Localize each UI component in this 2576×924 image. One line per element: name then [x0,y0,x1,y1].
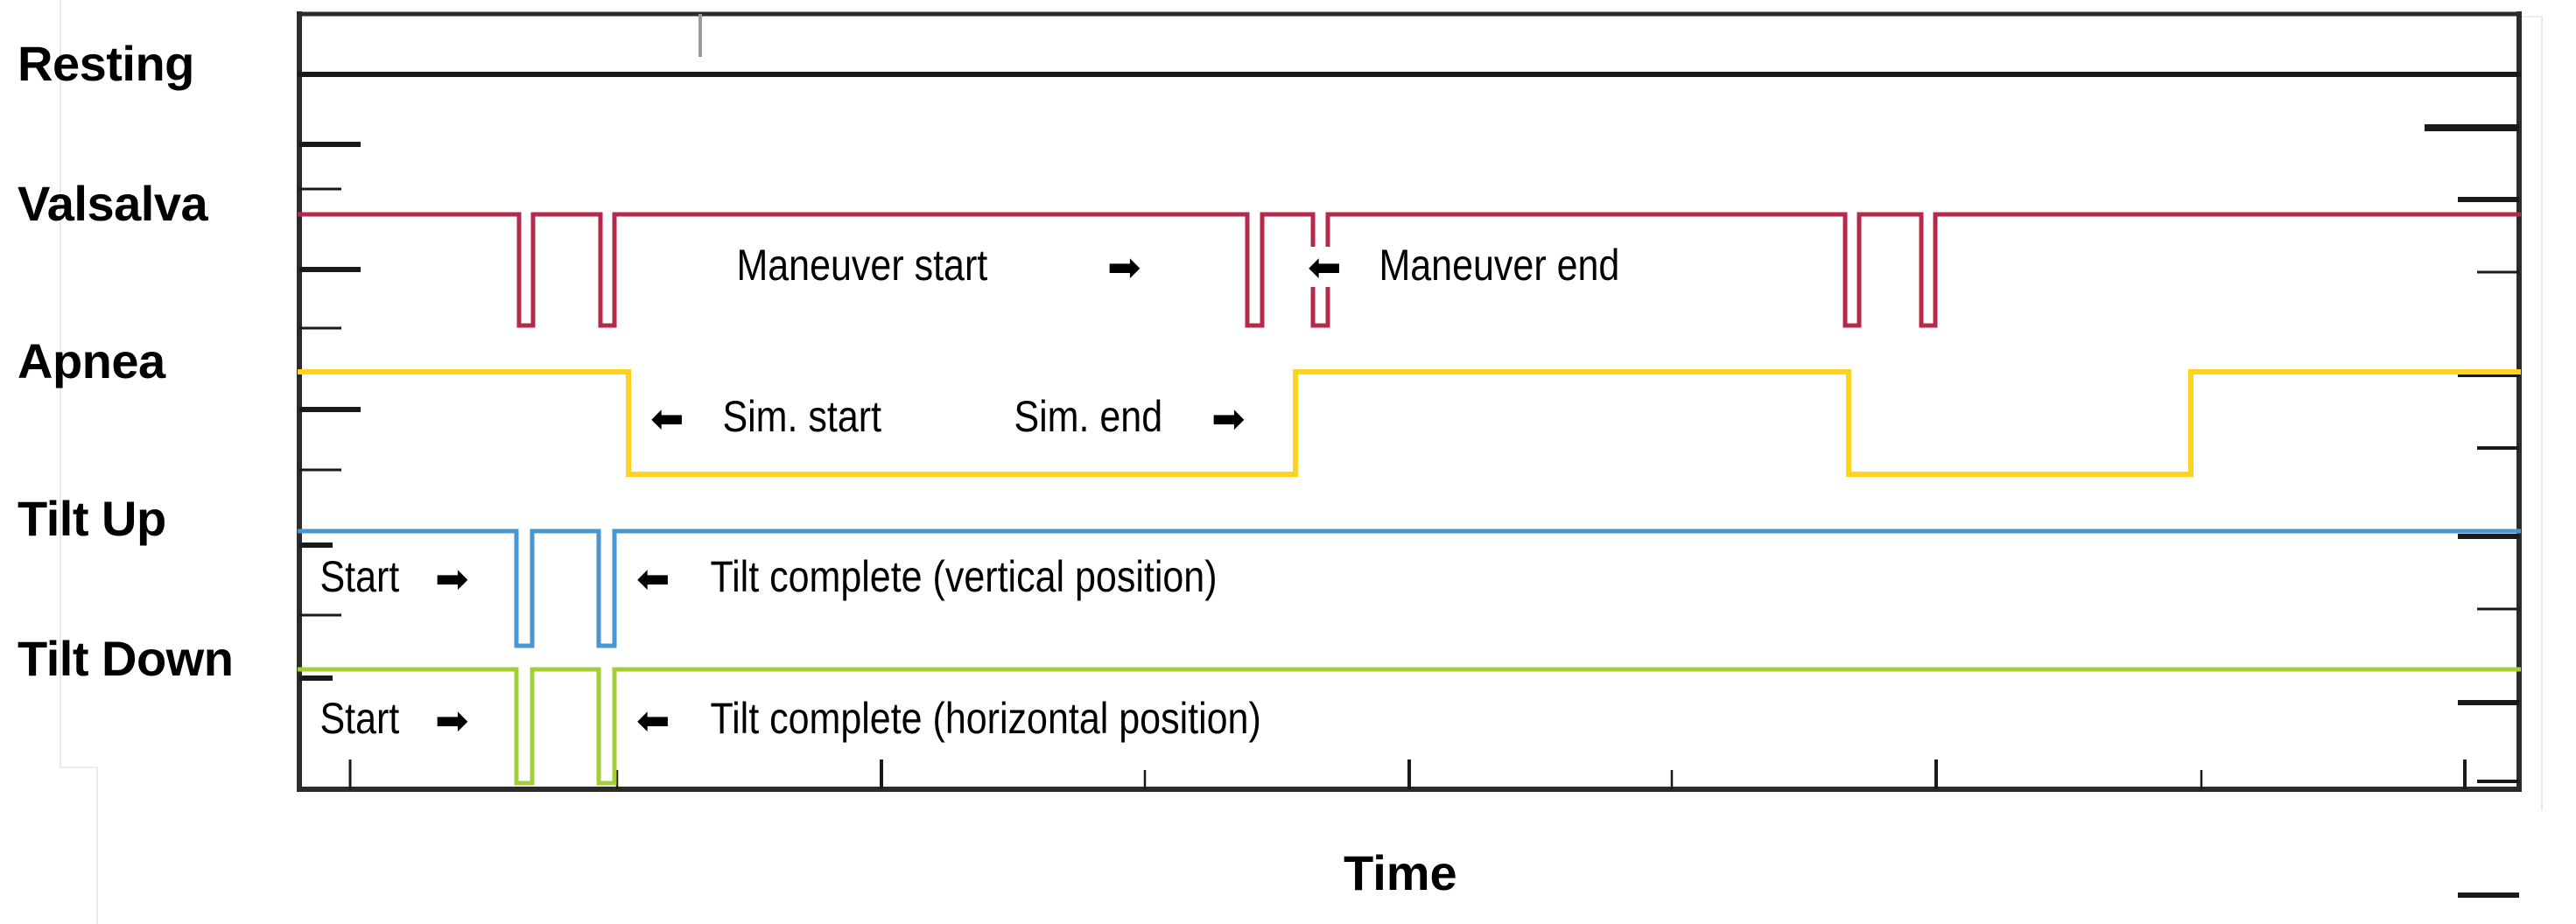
background-guide-line-2 [60,766,97,768]
annotation-maneuver-end: Maneuver end [1376,243,1623,287]
annotation-maneuver-start: Maneuver start [733,243,991,287]
plot-area [297,11,2522,898]
annotation-tilt-up-complete: Tilt complete (vertical position) [707,555,1220,598]
background-guide-line-4 [2541,16,2543,810]
arrow-left-tilt-up-complete: ⬅ [636,555,670,602]
plot-frame [297,11,2522,792]
background-guide-line-3 [96,766,98,924]
annotation-sim-start: Sim. start [719,395,885,438]
arrow-right-tilt-up-start: ➡ [435,555,469,602]
y-label-apnea: Apnea [18,333,165,388]
background-guide-line-5 [2521,16,2543,18]
arrow-left-tilt-down-complete: ⬅ [636,696,670,744]
arrow-left-sim-start: ⬅ [650,395,684,442]
y-label-resting: Resting [18,36,194,91]
y-label-valsalva: Valsalva [18,176,208,231]
annotation-tilt-up-start: Start [317,555,403,598]
y-axis-ticks-right [2425,124,2519,898]
y-label-tilt-up: Tilt Up [18,491,166,546]
y-label-tilt-down: Tilt Down [18,631,234,686]
series-valsalva [298,212,2521,328]
series-tilt-down [298,667,2521,786]
y-axis-ticks-left [299,142,361,681]
x-axis-title: Time [1344,845,1457,900]
series-tilt-up [298,528,2521,648]
annotation-tilt-down-complete: Tilt complete (horizontal position) [707,696,1265,740]
arrow-right-maneuver-start: ➡ [1107,243,1141,290]
arrow-right-sim-end: ➡ [1211,395,1246,442]
arrow-right-tilt-down-start: ➡ [435,696,469,744]
series-apnea [298,369,2521,477]
annotation-sim-end: Sim. end [1011,395,1166,438]
arrow-left-maneuver-end: ⬅ [1308,243,1342,290]
x-axis-ticks [348,760,2467,789]
background-guide-line [60,0,61,766]
annotation-tilt-down-start: Start [317,696,403,740]
